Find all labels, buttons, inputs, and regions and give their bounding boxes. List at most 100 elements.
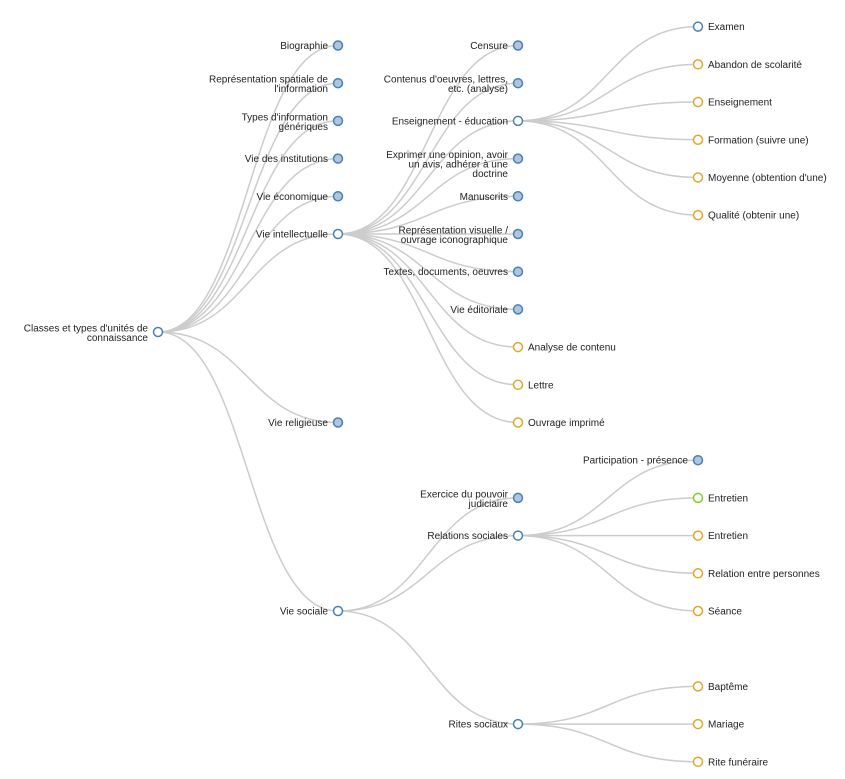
node-circle[interactable] xyxy=(512,718,524,730)
tree-node-mariage[interactable]: Mariage xyxy=(692,718,745,731)
node-circle[interactable] xyxy=(332,417,344,428)
node-label[interactable]: Vie économique xyxy=(256,192,328,203)
node-label[interactable]: Textes, documents, oeuvres xyxy=(383,267,508,278)
node-label[interactable]: Manuscrits xyxy=(460,192,508,203)
node-circle[interactable] xyxy=(512,304,524,315)
node-circle[interactable] xyxy=(692,568,704,579)
node-label[interactable]: Vie des institutions xyxy=(245,154,328,165)
node-circle[interactable] xyxy=(692,718,704,730)
node-label[interactable]: Rites sociaux xyxy=(449,720,508,731)
node-label[interactable]: Contenus d'oeuvres, lettres,etc. (analys… xyxy=(384,75,508,96)
tree-node-contenus-d-oeuvres-lettres-etc-analyse[interactable]: Contenus d'oeuvres, lettres,etc. (analys… xyxy=(384,75,524,96)
node-circle[interactable] xyxy=(692,172,704,183)
tree-node-abandon-de-scolarite[interactable]: Abandon de scolarité xyxy=(692,59,803,71)
node-circle[interactable] xyxy=(692,492,704,504)
tree-node-vie-sociale[interactable]: Vie sociale xyxy=(280,605,344,618)
node-label[interactable]: Relations sociales xyxy=(427,531,508,542)
node-circle[interactable] xyxy=(512,492,524,504)
node-circle[interactable] xyxy=(332,77,344,89)
node-label[interactable]: Mariage xyxy=(708,720,745,731)
node-label[interactable]: Participation - présence xyxy=(583,456,688,467)
node-circle[interactable] xyxy=(692,530,704,541)
tree-node-relations-sociales[interactable]: Relations sociales xyxy=(427,530,524,542)
node-label[interactable]: Moyenne (obtention d'une) xyxy=(708,173,827,184)
node-label[interactable]: Biographie xyxy=(280,41,328,52)
tree-node-vie-economique[interactable]: Vie économique xyxy=(256,191,344,203)
tree-node-seance[interactable]: Séance xyxy=(692,605,743,618)
node-circle[interactable] xyxy=(512,379,524,391)
tree-node-participation-presence[interactable]: Participation - présence xyxy=(583,454,704,467)
tree-node-analyse-de-contenu[interactable]: Analyse de contenu xyxy=(512,341,616,354)
node-label[interactable]: Entretien xyxy=(708,531,748,542)
node-label[interactable]: Ouvrage imprimé xyxy=(528,418,605,429)
node-label[interactable]: Rite funéraire xyxy=(708,757,768,768)
node-label[interactable]: Analyse de contenu xyxy=(528,343,616,354)
tree-node-bapteme[interactable]: Baptême xyxy=(692,681,749,693)
node-circle[interactable] xyxy=(512,417,524,428)
node-label[interactable]: Censure xyxy=(470,41,508,52)
tree-node-vie-des-institutions[interactable]: Vie des institutions xyxy=(245,153,344,165)
node-circle[interactable] xyxy=(512,341,524,353)
node-circle[interactable] xyxy=(512,266,524,277)
tree-node-formation-suivre-une[interactable]: Formation (suivre une) xyxy=(692,134,809,146)
tree-node-vie-intellectuelle[interactable]: Vie intellectuelle xyxy=(256,228,344,241)
tree-node-enseignement-education[interactable]: Enseignement - éducation xyxy=(392,115,524,127)
node-label[interactable]: Formation (suivre une) xyxy=(708,135,809,146)
node-circle[interactable] xyxy=(692,605,704,617)
node-circle[interactable] xyxy=(512,191,524,202)
node-circle[interactable] xyxy=(692,134,704,145)
node-label[interactable]: Entretien xyxy=(708,493,748,504)
tree-node-rites-sociaux[interactable]: Rites sociaux xyxy=(449,718,524,731)
node-label[interactable]: Qualité (obtenir une) xyxy=(708,211,799,222)
tree-node-enseignement[interactable]: Enseignement xyxy=(692,96,773,109)
tree-node-rite-funeraire[interactable]: Rite funéraire xyxy=(692,756,769,768)
node-label[interactable]: Vie éditoriale xyxy=(450,305,508,316)
node-circle[interactable] xyxy=(692,96,704,108)
tree-node-vie-religieuse[interactable]: Vie religieuse xyxy=(268,417,344,429)
node-circle[interactable] xyxy=(332,115,344,127)
node-circle[interactable] xyxy=(692,21,704,32)
tree-node-censure[interactable]: Censure xyxy=(470,40,524,52)
node-circle[interactable] xyxy=(512,40,524,51)
node-circle[interactable] xyxy=(152,326,164,338)
node-label[interactable]: Abandon de scolarité xyxy=(708,60,802,71)
node-label[interactable]: Relation entre personnes xyxy=(708,569,820,580)
tree-node-manuscrits[interactable]: Manuscrits xyxy=(460,191,524,203)
tree-node-examen[interactable]: Examen xyxy=(692,21,745,33)
node-circle[interactable] xyxy=(332,153,344,164)
node-circle[interactable] xyxy=(332,228,344,240)
tree-node-entretien[interactable]: Entretien xyxy=(692,492,749,504)
node-circle[interactable] xyxy=(512,115,524,127)
tree-node-vie-editoriale[interactable]: Vie éditoriale xyxy=(450,304,524,316)
node-label[interactable]: Représentation visuelle /ouvrage iconogr… xyxy=(398,226,508,247)
node-circle[interactable] xyxy=(512,77,524,89)
node-circle[interactable] xyxy=(332,605,344,617)
node-label[interactable]: Vie sociale xyxy=(280,607,329,618)
node-label[interactable]: Séance xyxy=(708,607,742,618)
node-circle[interactable] xyxy=(512,153,524,164)
node-circle[interactable] xyxy=(692,756,704,768)
node-circle[interactable] xyxy=(332,40,344,51)
tree-node-textes-documents-oeuvres[interactable]: Textes, documents, oeuvres xyxy=(383,266,524,278)
tree-node-lettre[interactable]: Lettre xyxy=(512,379,555,391)
tree-node-qualite-obtenir-une[interactable]: Qualité (obtenir une) xyxy=(692,209,800,222)
tree-node-ouvrage-imprime[interactable]: Ouvrage imprimé xyxy=(512,417,606,429)
node-label[interactable]: Vie religieuse xyxy=(268,418,328,429)
tree-node-biographie[interactable]: Biographie xyxy=(280,40,344,52)
tree-node-entretien[interactable]: Entretien xyxy=(692,530,749,542)
node-circle[interactable] xyxy=(332,191,344,202)
tree-node-representation-visuelle-ouvrage-iconographique[interactable]: Représentation visuelle /ouvrage iconogr… xyxy=(398,226,524,247)
node-circle[interactable] xyxy=(512,530,524,541)
node-circle[interactable] xyxy=(512,228,524,240)
node-label[interactable]: Lettre xyxy=(528,380,554,391)
node-label[interactable]: Vie intellectuelle xyxy=(256,230,329,241)
node-label[interactable]: Enseignement xyxy=(708,98,772,109)
